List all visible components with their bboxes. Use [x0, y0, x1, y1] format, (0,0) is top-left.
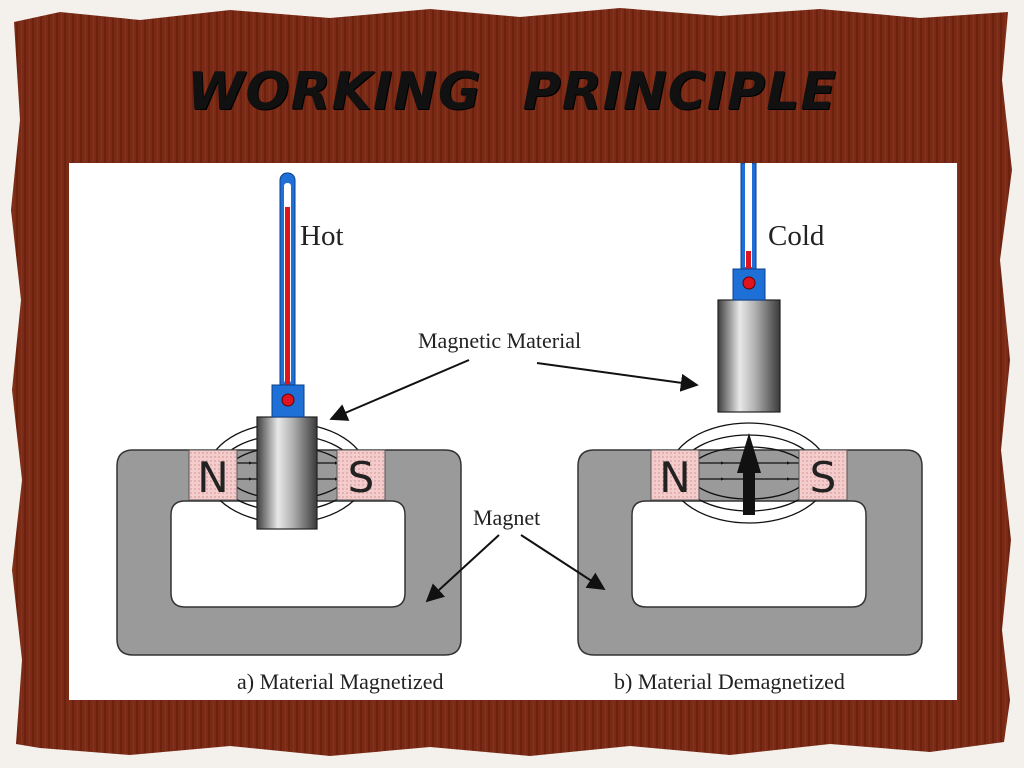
- south-pole-right: [798, 449, 848, 501]
- field-direction-arrows-right: [709, 461, 791, 481]
- pointer-to-material-right: [536, 362, 699, 392]
- thermometer-bulb-hot: [281, 393, 295, 407]
- field-arrow-up-icon: [737, 433, 761, 515]
- north-pole-label-right: N: [659, 453, 690, 502]
- hot-label: Hot: [300, 220, 344, 252]
- magnetic-material-left: [256, 416, 318, 530]
- panel-a-magnetized: N S Hot a) Material Magnetized: [116, 172, 462, 694]
- mercury-column-cold: [746, 251, 751, 275]
- north-pole-left: [188, 449, 238, 501]
- south-pole-left: [336, 449, 386, 501]
- magnetocaloric-diagram: N S Hot a) Material Magnetized: [69, 163, 957, 700]
- panel-b-demagnetized: N S Cold b) Material Demagnetized: [577, 163, 923, 694]
- slide-title: WORKING PRINCIPLE: [187, 62, 837, 122]
- magnet-label: Magnet: [473, 505, 540, 530]
- thermometer-bulb-cold: [742, 276, 756, 290]
- cold-label: Cold: [768, 220, 825, 252]
- magnetic-material-right: [717, 299, 781, 413]
- thermometer-hot: [271, 172, 305, 418]
- south-pole-label-right: S: [810, 453, 837, 502]
- pointer-to-magnet-left: [425, 534, 500, 603]
- south-pole-label-left: S: [348, 453, 375, 502]
- pointer-to-material-left: [329, 359, 470, 421]
- magnetic-material-label: Magnetic Material: [418, 328, 581, 353]
- thermometer-cold: [732, 163, 766, 301]
- mercury-column-hot: [285, 207, 290, 391]
- pointer-to-magnet-right: [520, 534, 606, 590]
- field-direction-arrows-left: [237, 461, 339, 481]
- caption-b: b) Material Demagnetized: [614, 669, 845, 694]
- north-pole-right: [650, 449, 700, 501]
- caption-a: a) Material Magnetized: [237, 669, 443, 694]
- north-pole-label-left: N: [197, 453, 228, 502]
